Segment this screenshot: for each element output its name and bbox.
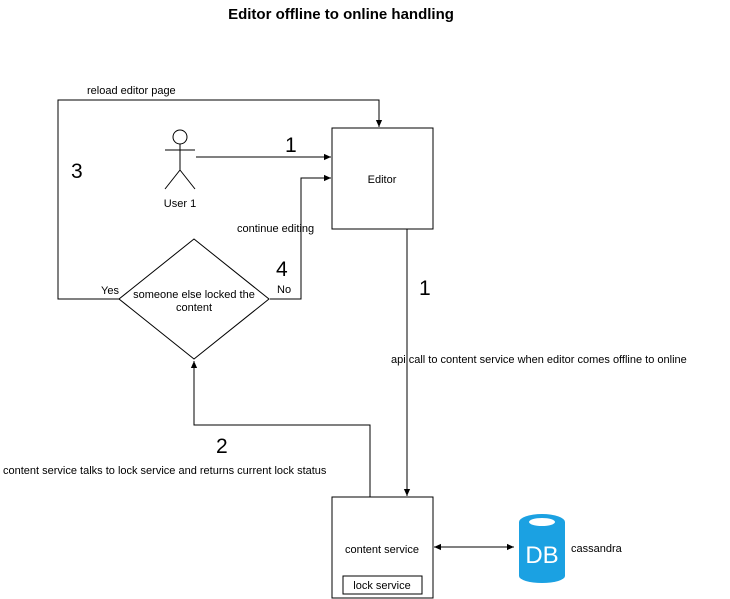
lock-service-node (342, 575, 423, 595)
db-label: cassandra (571, 543, 623, 555)
yes-label: Yes (101, 285, 119, 297)
diagram-title: Editor offline to online handling (228, 6, 454, 23)
step-number-reload: 3 (71, 160, 83, 183)
reload-edge (57, 99, 383, 300)
decision-node (118, 238, 270, 360)
reload-label: reload editor page (87, 85, 176, 97)
decision-label-line1: someone else locked the (133, 289, 255, 301)
step-number-service-to-decision: 2 (216, 435, 228, 458)
database-icon (519, 514, 565, 583)
db-icon-text: DB (525, 542, 558, 569)
api-call-label: api call to content service when editor … (391, 354, 687, 366)
lock-service-label: lock service (353, 580, 410, 592)
continue-editing-edge (270, 174, 331, 300)
continue-editing-label: continue editing (237, 223, 314, 235)
service-to-decision-edge (190, 361, 371, 497)
decision-label-line2: content (176, 302, 212, 314)
content-service-label: content service (345, 544, 419, 556)
step-number-user-to-editor: 1 (285, 134, 297, 157)
step-number-editor-to-service: 1 (419, 277, 431, 300)
no-label: No (277, 284, 291, 296)
user-actor-icon (164, 129, 196, 190)
actor-label: User 1 (164, 198, 196, 210)
step-number-continue: 4 (276, 258, 288, 281)
lock-status-label: content service talks to lock service an… (3, 465, 327, 477)
editor-node (331, 127, 434, 230)
editor-label: Editor (368, 174, 397, 186)
